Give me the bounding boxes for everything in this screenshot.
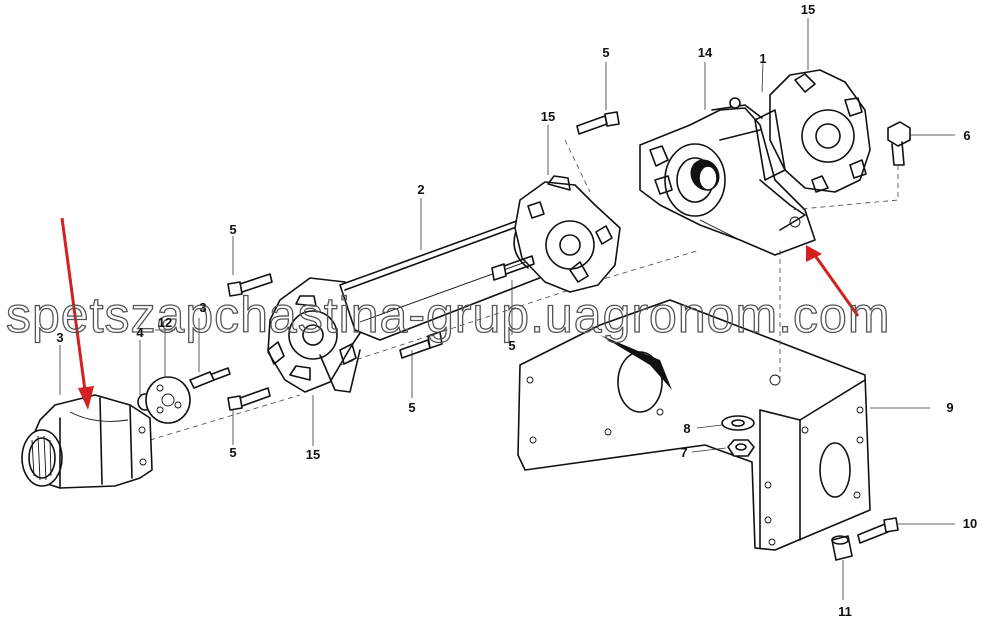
bolt-top-center [576,111,620,135]
bolt-left-b [227,387,271,411]
label-part-12: 12 [158,315,172,330]
universal-joint-top-right [754,69,871,193]
label-part-10: 10 [963,516,977,531]
nut-seven [727,439,755,457]
label-part-1: 1 [759,51,766,66]
bolt-shaft-upper [491,255,535,281]
label-part-5-lower: 5 [408,400,415,415]
bolt-shaft-lower [399,331,443,359]
label-part-2: 2 [417,182,424,197]
label-part-4: 4 [136,325,144,340]
label-part-5-top: 5 [602,45,609,60]
bolt-small-left-a [189,367,231,389]
splined-coupling [21,394,153,489]
mounting-bracket [517,299,871,551]
spacer-eleven [831,535,853,561]
label-part-15-bottom: 15 [306,447,320,462]
label-part-11: 11 [838,604,852,619]
bolt-six [887,121,911,166]
label-part-14: 14 [698,45,713,60]
label-part-7: 7 [680,445,687,460]
label-part-5-bottom: 5 [229,445,236,460]
red-arrow-right [806,245,860,317]
label-part-5-left-top: 5 [229,222,236,237]
leader-lines [59,18,955,600]
label-part-3: 3 [56,330,63,345]
label-part-9: 9 [946,400,953,415]
label-part-6: 6 [963,128,970,143]
bearing-pillow-block [639,97,816,256]
label-part-3-small: 3 [199,300,206,315]
label-part-15-top: 15 [801,2,815,17]
label-part-5-shaft: 5 [508,338,515,353]
bolt-left-c [227,273,273,297]
washer-eight [721,415,755,431]
flange-disc [145,376,191,424]
label-part-15-mid: 15 [541,109,555,124]
bolt-ten [857,517,899,544]
label-part-8: 8 [683,421,690,436]
universal-joint-right [514,175,621,293]
red-arrow-left [60,217,94,410]
universal-joint-left [267,277,366,393]
watermark-text: spetszapchastina-grup.uagronom.com [6,287,890,343]
